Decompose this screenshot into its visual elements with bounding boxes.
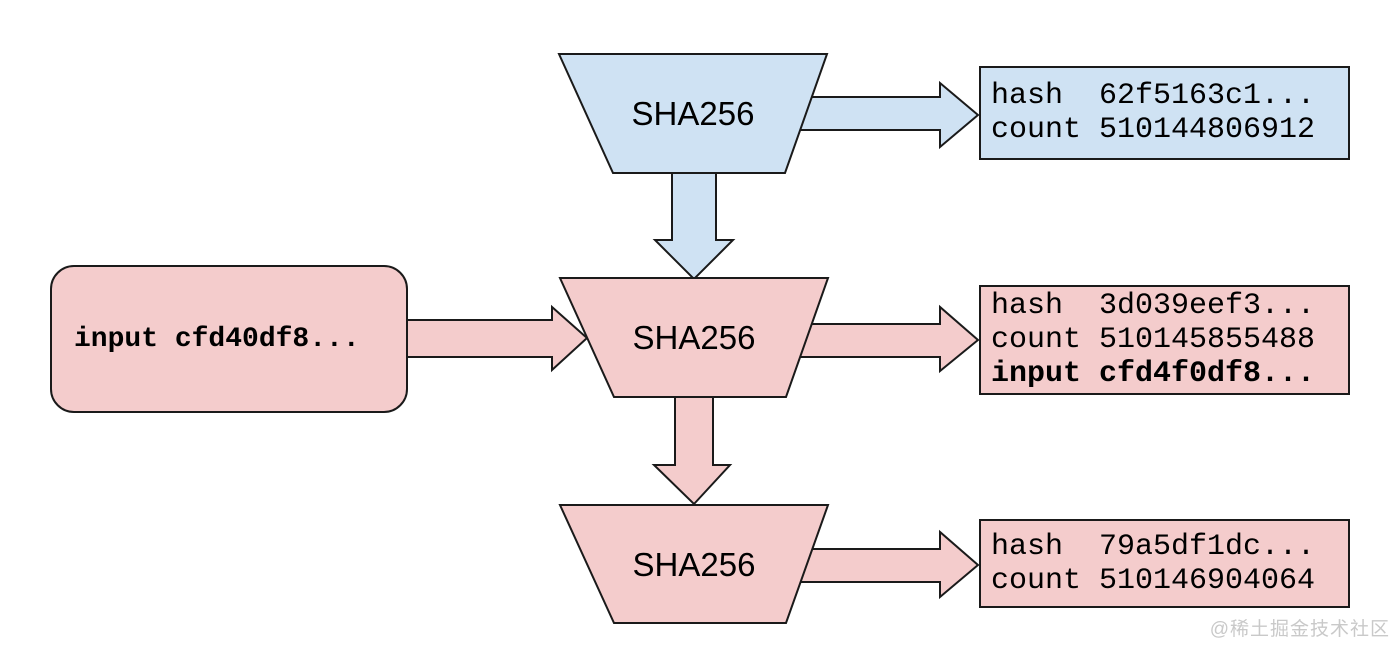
input-box: input cfd40df8... xyxy=(50,265,408,413)
arrow-input-to-middle xyxy=(399,304,589,373)
arrow-top-output xyxy=(799,80,980,150)
sha256-label-middle: SHA256 xyxy=(633,319,756,356)
sha256-funnel-bottom xyxy=(558,504,830,624)
hash-line: hash 79a5df1dc... xyxy=(991,529,1316,564)
sha256-funnel-top xyxy=(557,53,829,174)
hash-line: hash 3d039eef3... xyxy=(991,289,1316,323)
hash-line: hash 62f5163c1... xyxy=(991,79,1316,113)
input-line: input cfd4f0df8... xyxy=(991,357,1316,391)
output-box-middle: hash 3d039eef3... count 510145855488 inp… xyxy=(979,285,1350,395)
count-line: count 510146904064 xyxy=(991,563,1316,598)
arrow-top-to-middle xyxy=(652,159,736,281)
sha256-label-bottom: SHA256 xyxy=(633,546,756,583)
arrow-middle-to-bottom xyxy=(651,384,733,506)
count-line: count 510145855488 xyxy=(991,323,1316,357)
arrow-middle-output xyxy=(799,304,980,374)
input-box-label: input cfd40df8... xyxy=(74,323,360,355)
count-line: count 510144806912 xyxy=(991,113,1316,147)
output-box-top: hash 62f5163c1... count 510144806912 xyxy=(979,66,1350,160)
output-box-bottom: hash 79a5df1dc... count 510146904064 xyxy=(979,519,1350,608)
sha256-funnel-middle xyxy=(558,277,830,398)
watermark: @稀土掘金技术社区 xyxy=(1209,619,1390,640)
arrow-bottom-output xyxy=(799,529,980,600)
sha256-label-top: SHA256 xyxy=(632,95,755,132)
